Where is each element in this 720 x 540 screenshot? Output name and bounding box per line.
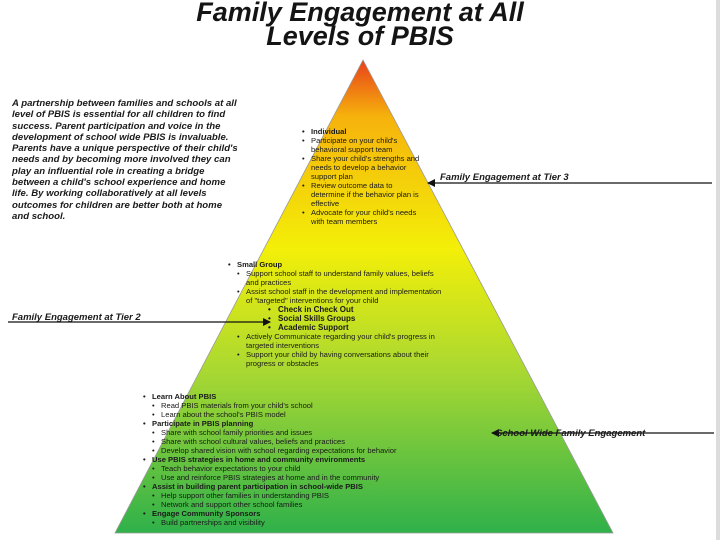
tier2-intervention: Academic Support <box>228 323 448 332</box>
tier2-item: Actively Communicate regarding your chil… <box>228 332 448 350</box>
page-title: Family Engagement at All Levels of PBIS <box>150 0 570 51</box>
label-tier3: Family Engagement at Tier 3 <box>440 172 569 183</box>
tier2-item: Support school staff to understand famil… <box>228 269 448 287</box>
label-tier2: Family Engagement at Tier 2 <box>12 312 141 323</box>
tier1-item: Build partnerships and visibility <box>143 518 493 527</box>
tier2-item: Assist school staff in the development a… <box>228 287 448 305</box>
intro-paragraph: A partnership between families and schoo… <box>12 98 238 222</box>
tier1-group-heading: Learn About PBIS <box>143 392 493 401</box>
tier1-item: Use and reinforce PBIS strategies at hom… <box>143 473 493 482</box>
label-school-wide: School Wide Family Engagement <box>496 428 646 439</box>
tier1-item: Network and support other school familie… <box>143 500 493 509</box>
slide-edge <box>716 0 720 540</box>
tier1-item: Read PBIS materials from your child's sc… <box>143 401 493 410</box>
tier2-intervention: Check in Check Out <box>228 305 448 314</box>
tier2-heading: Small Group <box>228 260 448 269</box>
tier1-item: Share with school family priorities and … <box>143 428 493 437</box>
tier3-item: Advocate for your child's needs with tea… <box>302 208 420 226</box>
tier3-item: Share your child's strengths and needs t… <box>302 154 420 181</box>
title-line-1: Family Engagement at All <box>196 0 524 27</box>
tier1-item: Learn about the school's PBIS model <box>143 410 493 419</box>
tier2-intervention: Social Skills Groups <box>228 314 448 323</box>
tier3-block: Individual Participate on your child's b… <box>302 127 420 226</box>
tier3-heading: Individual <box>302 127 420 136</box>
tier1-item: Share with school cultural values, belie… <box>143 437 493 446</box>
tier1-group-heading: Engage Community Sponsors <box>143 509 493 518</box>
tier2-item: Support your child by having conversatio… <box>228 350 448 368</box>
tier3-item: Participate on your child's behavioral s… <box>302 136 420 154</box>
tier2-block: Small Group Support school staff to unde… <box>228 260 448 368</box>
tier1-item: Teach behavior expectations to your chil… <box>143 464 493 473</box>
tier1-item: Help support other families in understan… <box>143 491 493 500</box>
tier3-item: Review outcome data to determine if the … <box>302 181 420 208</box>
tier1-item: Develop shared vision with school regard… <box>143 446 493 455</box>
tier1-group-heading: Participate in PBIS planning <box>143 419 493 428</box>
tier1-group-heading: Assist in building parent participation … <box>143 482 493 491</box>
tier1-block: Learn About PBIS Read PBIS materials fro… <box>143 392 493 527</box>
tier1-group-heading: Use PBIS strategies in home and communit… <box>143 455 493 464</box>
title-line-2: Levels of PBIS <box>266 21 454 51</box>
